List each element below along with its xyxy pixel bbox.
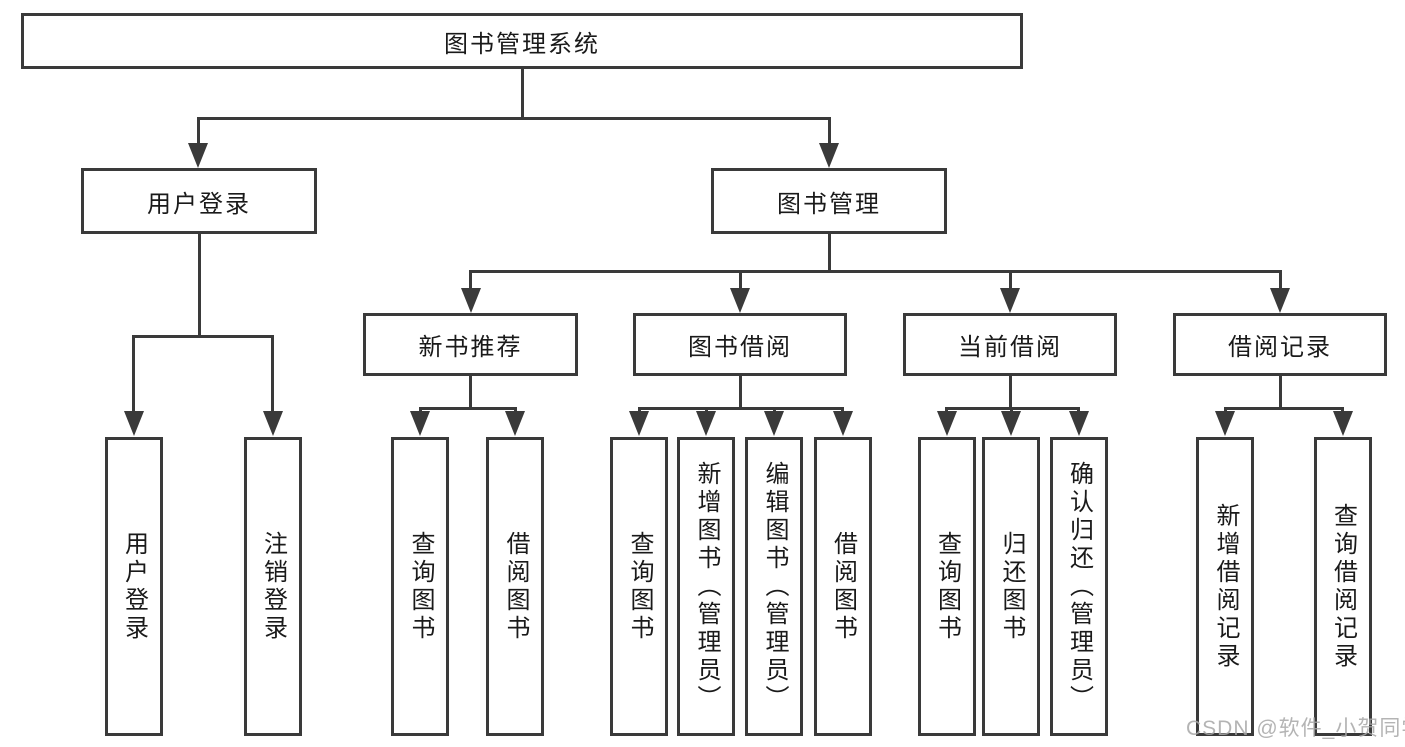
node-query-books-borrowing: 查询图书	[610, 437, 668, 736]
node-label: 图书管理	[777, 190, 881, 218]
arrow-down-icon	[1068, 411, 1089, 436]
arrow-down-icon	[936, 411, 957, 436]
arrow-down-icon	[696, 411, 716, 436]
connector-line	[469, 270, 1282, 273]
node-book-management: 图书管理	[711, 168, 947, 234]
connector-line	[1008, 270, 1012, 290]
node-library-system: 图书管理系统	[21, 13, 1023, 69]
node-user-login: 用户登录	[104, 437, 163, 736]
node-add-borrow-record: 新增借阅记录	[1196, 437, 1254, 736]
node-book-borrowing: 图书借阅	[633, 313, 847, 376]
arrow-down-icon	[819, 143, 839, 168]
node-borrow-books-borrowing: 借阅图书	[813, 437, 872, 736]
node-label: 图书管理系统	[444, 30, 600, 58]
arrow-down-icon	[123, 411, 144, 436]
connector-line	[197, 234, 201, 336]
arrow-down-icon	[832, 411, 853, 436]
csdn-watermark: CSDN @软件_小贺同学	[1186, 717, 1405, 740]
connector-line	[827, 234, 831, 272]
arrow-down-icon	[1215, 411, 1235, 436]
arrow-down-icon	[460, 288, 481, 313]
node-logout-login: 注销登录	[243, 437, 302, 736]
arrow-down-icon	[730, 288, 750, 313]
node-add-book-admin: 新增图书（管理员）	[677, 437, 735, 736]
node-borrow-records: 借阅记录	[1173, 313, 1387, 376]
connector-line	[738, 376, 742, 408]
arrow-down-icon	[1001, 411, 1021, 436]
connector-line	[827, 117, 831, 146]
connector-line	[1223, 406, 1344, 410]
connector-line	[132, 334, 274, 338]
connector-line	[520, 69, 524, 118]
arrow-down-icon	[764, 411, 784, 436]
arrow-down-icon	[1270, 288, 1290, 313]
node-edit-book-admin: 编辑图书（管理员）	[745, 437, 803, 736]
arrow-down-icon	[505, 411, 525, 436]
connector-line	[1008, 376, 1012, 408]
arrow-down-icon	[262, 411, 283, 436]
connector-line	[637, 406, 844, 410]
connector-line	[196, 117, 831, 120]
connector-line	[1278, 270, 1282, 290]
node-new-book-recommend: 新书推荐	[363, 313, 578, 376]
connector-line	[469, 270, 472, 290]
connector-line	[1278, 376, 1282, 408]
node-borrow-books-recommend: 借阅图书	[486, 437, 544, 736]
node-confirm-return-admin: 确认归还（管理员）	[1049, 437, 1108, 736]
node-label: 用户登录	[147, 190, 251, 218]
node-return-books: 归还图书	[982, 437, 1040, 736]
arrow-down-icon	[188, 143, 208, 168]
node-label: 新书推荐	[418, 334, 523, 361]
node-query-books-recommend: 查询图书	[391, 437, 449, 736]
node-label: 当前借阅	[958, 334, 1062, 361]
connector-line	[196, 117, 200, 146]
node-label: 图书借阅	[688, 334, 792, 361]
node-user-login-branch: 用户登录	[81, 168, 317, 234]
arrow-down-icon	[1332, 411, 1353, 436]
arrow-down-icon	[1000, 288, 1020, 313]
connector-line	[945, 406, 1080, 410]
node-label: 借阅记录	[1228, 334, 1332, 361]
connector-line	[469, 376, 472, 408]
connector-line	[418, 406, 517, 410]
connector-line	[738, 270, 742, 290]
node-query-books-current: 查询图书	[917, 437, 976, 736]
node-current-borrowing: 当前借阅	[903, 313, 1117, 376]
connector-line	[132, 334, 135, 415]
connector-line	[271, 334, 274, 415]
arrow-down-icon	[629, 411, 649, 436]
node-query-borrow-record: 查询借阅记录	[1313, 437, 1372, 736]
arrow-down-icon	[410, 411, 430, 436]
